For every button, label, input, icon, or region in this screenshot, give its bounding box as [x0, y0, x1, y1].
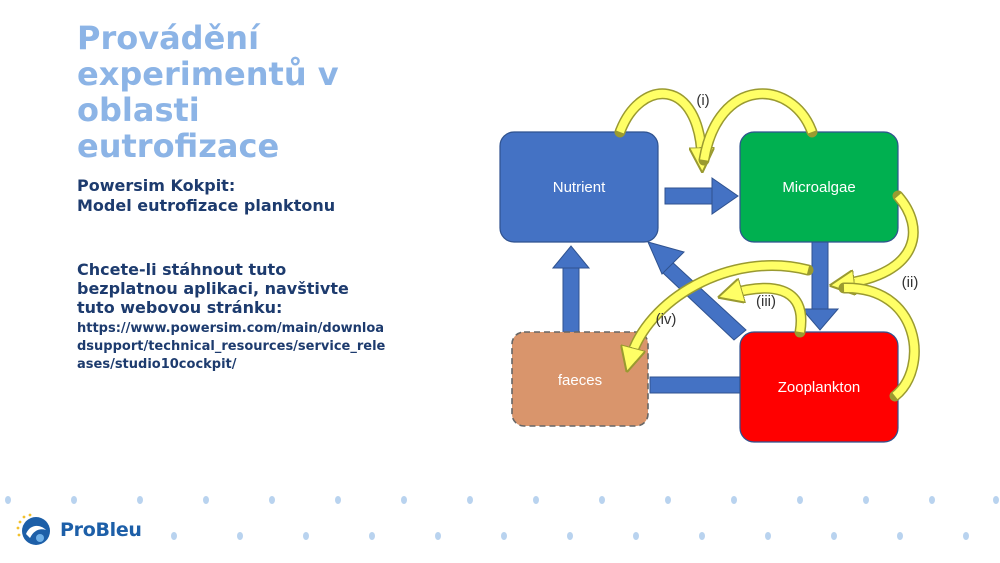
title-line: experimentů v	[77, 55, 339, 93]
decorative-dot-pattern	[5, 496, 999, 540]
title-line: eutrofizace	[77, 127, 280, 165]
zooplankton-label: Zooplankton	[778, 379, 861, 396]
probleu-logo-icon	[16, 513, 50, 545]
faeces-label: faeces	[558, 372, 602, 389]
process-arrow-i	[614, 88, 818, 160]
nutrient-label: Nutrient	[553, 179, 606, 196]
faeces-node	[511, 331, 649, 427]
flow-arrow-nutrient-microalgae	[664, 177, 739, 215]
subtitle-line: Model eutrofizace planktonu	[77, 196, 336, 215]
instruction-line: bezplatnou aplikaci, navštivte	[77, 279, 349, 298]
process-label-iii: (iii)	[756, 293, 776, 310]
eutrophication-diagram: Nutrient Microalgae faeces Zooplankton (…	[499, 88, 920, 443]
subtitle: Powersim Kokpit: Model eutrofizace plank…	[77, 176, 457, 216]
page-title: Provádění experimentů v oblasti eutrofiz…	[77, 20, 437, 164]
instruction-line: Chcete-li stáhnout tuto	[77, 260, 287, 279]
probleu-logo-text: ProBleu	[60, 519, 142, 541]
process-arrow-iii	[730, 288, 807, 338]
process-label-i: (i)	[696, 92, 709, 109]
subtitle-line: Powersim Kokpit:	[77, 176, 236, 195]
process-arrow-iv	[630, 260, 814, 360]
instruction-line: tuto webovou stránku:	[77, 298, 283, 317]
process-label-iv: (iv)	[656, 311, 677, 328]
title-line: oblasti	[77, 91, 200, 129]
probleu-logo: ProBleu	[14, 512, 142, 548]
title-line: Provádění	[77, 19, 260, 57]
process-label-ii: (ii)	[902, 274, 919, 291]
process-arrow-ii	[842, 190, 920, 402]
flow-arrow-microalgae-zooplankton	[800, 239, 840, 331]
microalgae-label: Microalgae	[782, 179, 855, 196]
nutrient-node	[499, 131, 659, 243]
download-instructions: Chcete-li stáhnout tuto bezplatnou aplik…	[77, 260, 457, 317]
microalgae-node	[739, 131, 899, 243]
download-link[interactable]: https://www.powersim.com/main/downloadsu…	[77, 321, 386, 372]
flow-arrow-zooplankton-faeces	[649, 376, 743, 394]
